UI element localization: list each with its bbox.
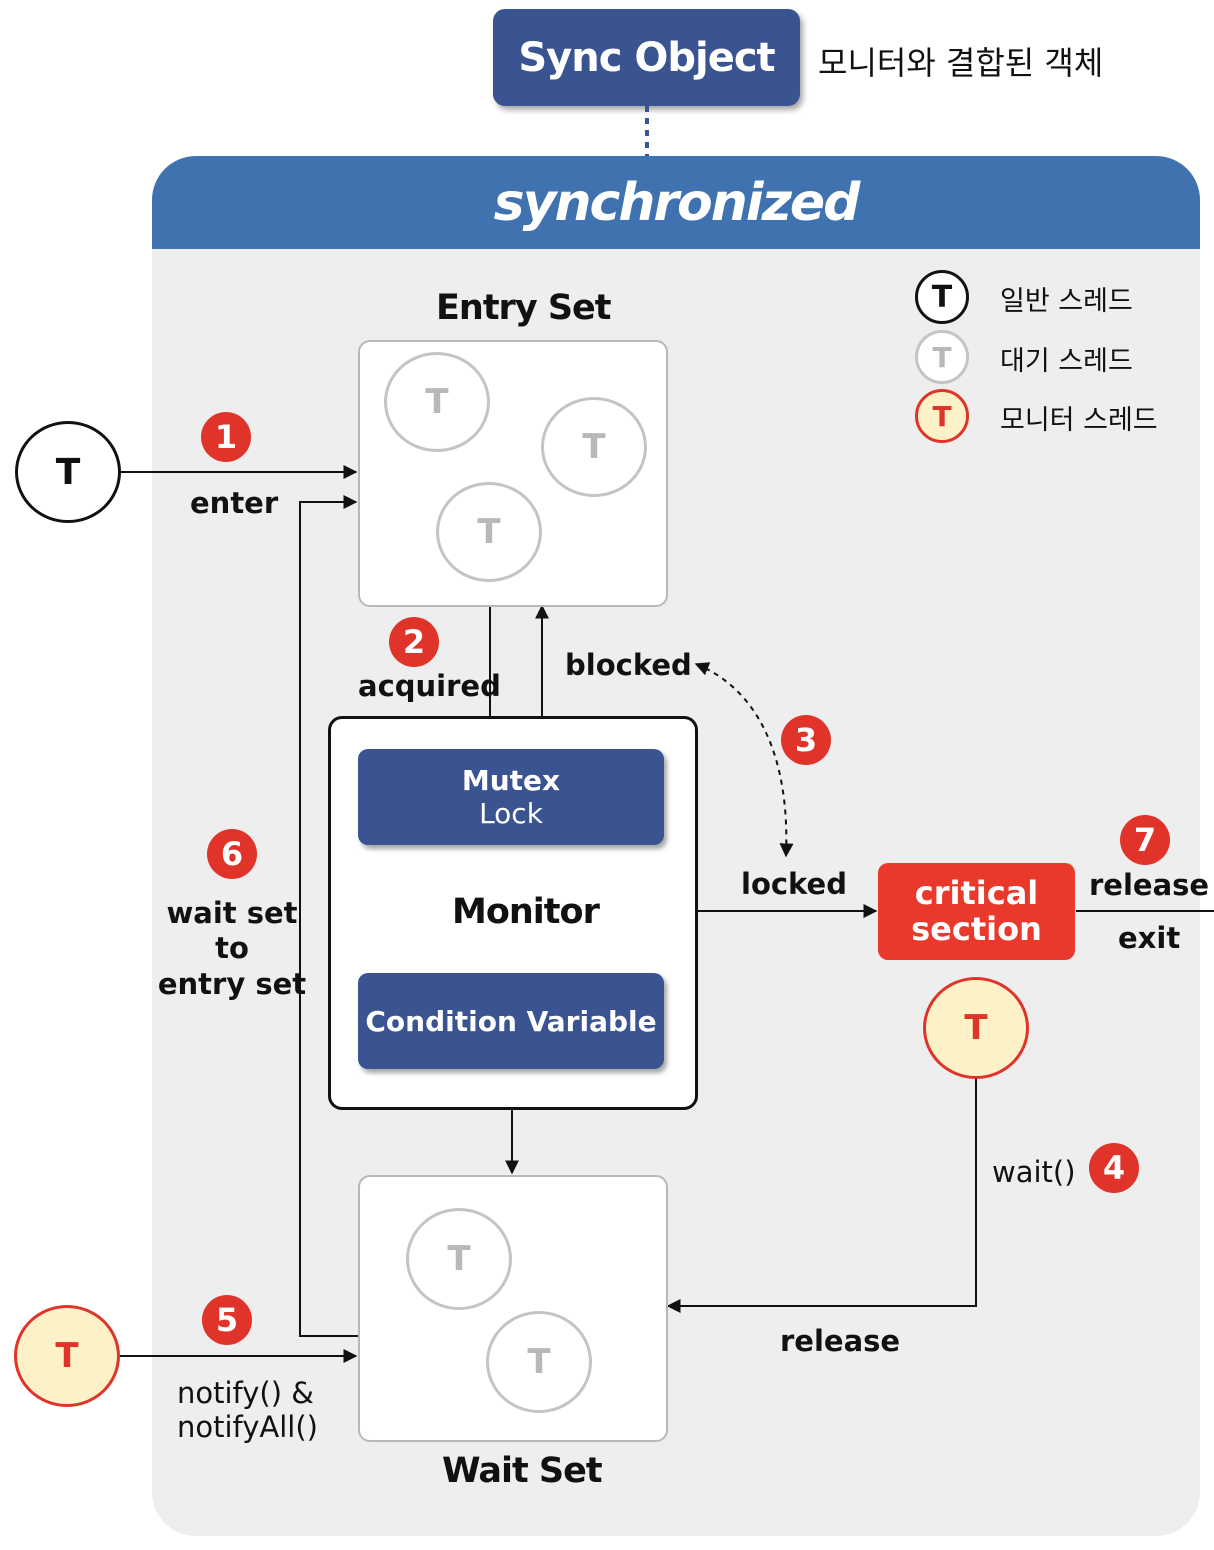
entry-thread: T <box>384 352 490 452</box>
monitor-title: Monitor <box>452 892 600 932</box>
legend-monitor-thread-icon: T <box>915 389 969 443</box>
section-label: section <box>911 909 1042 948</box>
mutex-label: Mutex <box>461 764 561 797</box>
legend-waiting-label: 대기 스레드 <box>1000 346 1133 377</box>
step-2-badge: 2 <box>389 617 439 667</box>
step-3-badge: 3 <box>781 715 831 765</box>
step-5-badge: 5 <box>202 1295 252 1345</box>
release-exit-label: release <box>1089 868 1210 902</box>
notify-label: notify() & <box>177 1376 314 1410</box>
wait-to-entry-arrow <box>299 495 358 1337</box>
synchronized-header: synchronized <box>152 156 1200 249</box>
blocked-label: blocked <box>565 648 692 682</box>
sync-object-caption: 모니터와 결합된 객체 <box>818 44 1104 82</box>
synchronized-panel: synchronized <box>152 156 1200 1536</box>
entry-thread: T <box>436 482 542 582</box>
legend-normal-thread-icon: T <box>915 270 969 324</box>
enter-label: enter <box>190 486 279 520</box>
step-6-badge: 6 <box>207 829 257 879</box>
notify-all-label: notifyAll() <box>177 1410 318 1444</box>
step-7-badge: 7 <box>1120 815 1170 865</box>
legend-monitor-label: 모니터 스레드 <box>1000 405 1158 436</box>
condition-variable-box: Condition Variable <box>358 973 664 1069</box>
locked-label: locked <box>741 867 847 901</box>
critical-section-box: critical section <box>878 863 1075 960</box>
step-1-badge: 1 <box>201 412 251 462</box>
acquired-label: acquired <box>358 669 501 703</box>
incoming-thread: T <box>15 421 121 523</box>
notifier-thread: T <box>14 1305 120 1407</box>
exit-label: exit <box>1118 921 1181 955</box>
wait-call-label: wait() <box>992 1155 1076 1189</box>
wait-set-to-entry-line3: entry set <box>157 967 307 1001</box>
entry-set-title: Entry Set <box>436 288 611 328</box>
blocked-locked-curve <box>694 662 794 858</box>
wait-set-to-entry-line2: to <box>215 931 249 965</box>
wait-thread: T <box>406 1208 512 1310</box>
wait-release-label: release <box>780 1324 901 1358</box>
legend-normal-label: 일반 스레드 <box>1000 286 1133 317</box>
monitor-thread: T <box>923 977 1029 1079</box>
sync-object-box: Sync Object <box>493 9 800 106</box>
entry-thread: T <box>541 397 647 497</box>
lock-label: Lock <box>479 797 543 830</box>
mutex-lock-box: Mutex Lock <box>358 749 664 845</box>
wait-set-title: Wait Set <box>442 1451 603 1491</box>
critical-label: critical <box>914 874 1039 913</box>
step-4-badge: 4 <box>1089 1143 1139 1193</box>
wait-release-arrow <box>666 1078 977 1313</box>
wait-set-to-entry-line1: wait set <box>166 896 298 930</box>
legend-waiting-thread-icon: T <box>915 330 969 384</box>
wait-thread: T <box>486 1311 592 1413</box>
